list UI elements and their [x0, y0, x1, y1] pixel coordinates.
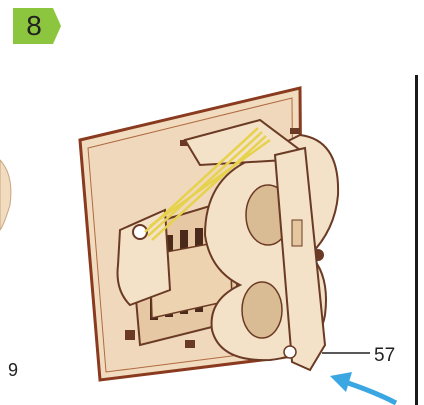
- blue-arrow-icon: [330, 372, 396, 403]
- plate-slot: [290, 128, 300, 134]
- plate-slot: [185, 340, 195, 348]
- part-callout-label: 57: [374, 345, 395, 367]
- plate-slot: [125, 330, 135, 340]
- left-partial-part: [0, 160, 11, 230]
- panel-divider: [415, 75, 418, 405]
- step-reference-label: 9: [8, 360, 18, 381]
